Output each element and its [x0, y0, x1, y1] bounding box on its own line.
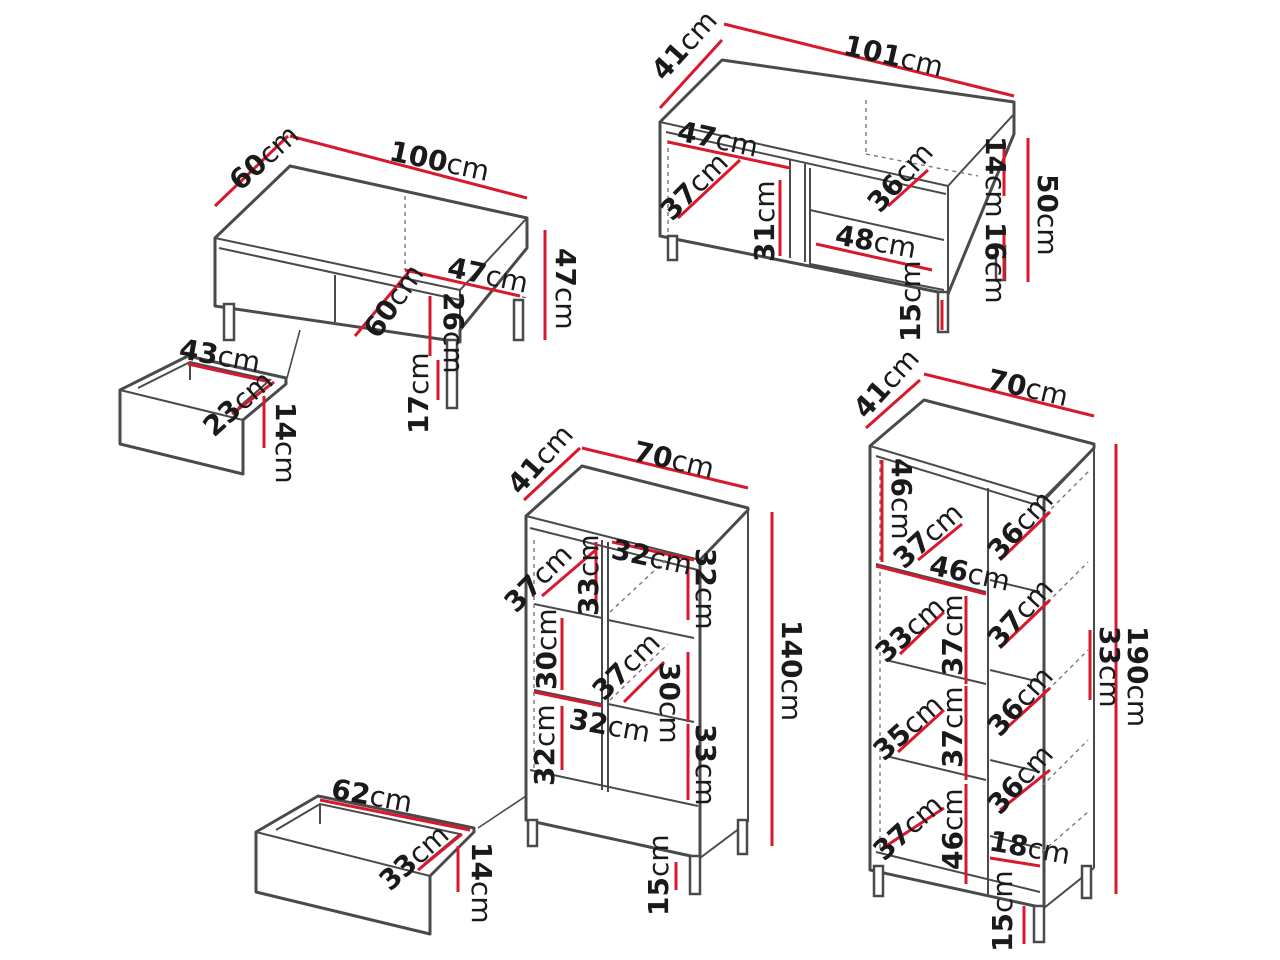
cabinet-drawer-depth-line — [417, 832, 463, 872]
bc-center-height-2-label: 37cm — [936, 686, 969, 768]
dc-height-label: 140cm — [775, 620, 808, 721]
bc-left-bottom-depth-line — [879, 806, 945, 852]
bc-center-height-1-label: 37cm — [936, 594, 969, 676]
bc-right-bottom-width-label: 18cm — [987, 824, 1073, 871]
bc-right-depth-3-line — [998, 686, 1052, 736]
coffee-table-depth-line — [213, 134, 290, 208]
display-cabinet-140-dimensions: 70cm 41cm 140cm 37cm 33cm 30cm 32cm 32cm… — [498, 418, 808, 916]
tv-right-top-height-label: 14cm — [979, 136, 1012, 218]
coffee-table-compartment-height-label: 26cm — [437, 292, 470, 374]
dc-right-top-height-label: 32cm — [689, 548, 722, 630]
bc-right-depth-1-line — [998, 510, 1052, 562]
bc-height-label: 190cm — [1121, 626, 1154, 727]
display-cabinet-140 — [477, 464, 750, 896]
coffee-table-compartment-width-line — [404, 268, 521, 298]
bc-width-label: 70cm — [984, 363, 1071, 414]
bc-leg-height-label: 15cm — [986, 870, 1019, 952]
dc-left-bottom-width-label: 32cm — [567, 702, 653, 749]
bc-right-depth-2-line — [998, 598, 1052, 650]
tv-leg-height-label: 15cm — [894, 260, 927, 342]
coffee-table-height-label: 47cm — [549, 248, 582, 330]
tv-right-bottom-height-label: 16cm — [979, 222, 1012, 304]
dc-left-top-height-label: 33cm — [572, 534, 605, 616]
bc-left-top-height-label: 46cm — [885, 458, 918, 540]
dc-right-mid-depth-line — [622, 660, 666, 704]
tv-height-label: 50cm — [1031, 174, 1064, 256]
coffee-table-width-label: 100cm — [387, 135, 493, 188]
dc-left-mid-height-label: 30cm — [530, 608, 563, 690]
dc-left-bottom-height-label: 32cm — [528, 704, 561, 786]
dc-depth-line — [522, 446, 582, 502]
bc-left-mid1-depth-line — [898, 610, 946, 656]
bc-right-depth-3-label: 36cm — [981, 660, 1060, 743]
tv-left-height-label: 31cm — [748, 180, 781, 262]
cabinet-drawer-dimensions: 62cm 33cm 14cm — [319, 772, 498, 924]
tv-right-bottom-width-line — [815, 242, 933, 272]
dc-right-top-width-label: 32cm — [609, 533, 696, 582]
tv-right-bottom-width-label: 48cm — [833, 218, 919, 265]
drawer-height-label: 14cm — [269, 402, 302, 484]
dc-left-bottom-width-line — [533, 690, 603, 708]
tv-left-width-line — [667, 140, 791, 170]
coffee-table-compartment-depth-line — [353, 267, 414, 337]
cabinet-drawer — [254, 794, 476, 936]
bc-left-mid2-depth-line — [896, 708, 946, 754]
cabinet-drawer-width-line — [319, 798, 471, 832]
coffee-table-depth-label: 60cm — [223, 118, 306, 197]
cabinet-drawer-width-label: 62cm — [329, 772, 415, 819]
tv-width-line — [723, 22, 1015, 98]
dc-width-line — [581, 446, 749, 490]
dc-left-top-depth-label: 37cm — [498, 538, 579, 619]
bc-left-top-depth-line — [917, 522, 963, 562]
bc-back-shelf-height-label: 33cm — [1093, 626, 1126, 708]
dc-left-top-depth-line — [541, 546, 599, 598]
bookcase-190-dimensions: 70cm 41cm 190cm 33cm 46cm 37cm 46cm 33cm… — [847, 342, 1154, 952]
bc-right-depth-4-line — [999, 768, 1051, 812]
coffee-table-width-line — [289, 134, 528, 200]
drawer-depth-line — [231, 380, 275, 416]
coffee-table-drawer-dimensions: 43cm 23cm 14cm — [177, 332, 302, 483]
cabinet-drawer-depth-label: 33cm — [373, 818, 456, 897]
dc-right-top-width-line — [611, 540, 695, 562]
bc-right-depth-1-label: 36cm — [981, 484, 1060, 567]
tv-left-depth-line — [676, 158, 742, 220]
dc-right-mid-height-label: 30cm — [653, 662, 686, 744]
tv-right-top-depth-line — [886, 168, 930, 208]
dc-width-label: 70cm — [630, 435, 717, 486]
tv-width-label: 101cm — [840, 29, 946, 84]
bc-width-line — [923, 372, 1095, 418]
dc-leg-height-label: 15cm — [642, 834, 675, 916]
bc-left-top-width-line — [875, 564, 987, 596]
coffee-table-leg-height-label: 17cm — [402, 352, 435, 434]
tv-stand — [658, 58, 1016, 334]
cabinet-drawer-height-label: 14cm — [465, 842, 498, 924]
dc-right-bottom-height-label: 33cm — [689, 724, 722, 806]
tv-depth-label: 41cm — [645, 4, 724, 87]
bc-depth-line — [865, 378, 921, 430]
drawer-width-label: 43cm — [177, 332, 263, 379]
bc-right-bottom-width-line — [989, 856, 1041, 868]
bc-depth-label: 41cm — [847, 342, 926, 425]
tv-depth-line — [658, 38, 724, 110]
coffee-table-dimensions: 100cm 60cm 47cm 47cm 60cm 26cm 17cm — [213, 118, 582, 434]
bc-center-height-3-label: 46cm — [936, 788, 969, 870]
drawer-width-line — [187, 362, 271, 384]
tv-left-depth-label: 37cm — [654, 146, 735, 227]
